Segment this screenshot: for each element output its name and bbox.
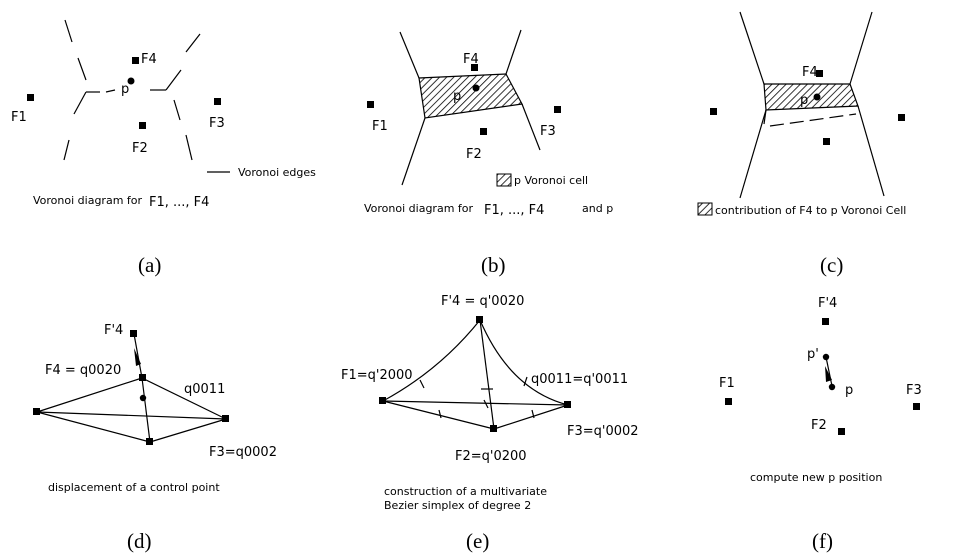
label-f1: F1	[372, 119, 388, 134]
label-q0011: q0011=q'0011	[531, 372, 628, 387]
voronoi-edges-a	[63, 19, 230, 173]
label-f3: F3	[540, 124, 556, 139]
displacement-arrow	[134, 348, 141, 366]
desc-f: compute new p position	[750, 471, 882, 484]
control-point-f2	[146, 438, 153, 445]
desc-b-set: F1, ..., F4	[484, 203, 544, 218]
label-f3-q0002: F3=q0002	[209, 445, 277, 460]
caption-e: (e)	[466, 529, 489, 553]
control-point-f1	[379, 397, 386, 404]
label-f1: F1	[719, 376, 735, 391]
panel-d: F'4 F4 = q0020 q0011 F3=q0002 displaceme…	[33, 323, 277, 553]
site-f3	[214, 98, 221, 105]
site-f3	[898, 114, 905, 121]
panel-f: F'4 p' p F1 F3 F2 compute new p position…	[719, 296, 922, 553]
label-p: p	[845, 383, 853, 398]
caption-f: (f)	[812, 529, 833, 553]
label-f3: F3	[906, 383, 922, 398]
label-f2: F2	[811, 418, 827, 433]
voronoi-edges-b	[399, 29, 541, 186]
caption-a: (a)	[138, 253, 161, 277]
desc-b-suffix: and p	[582, 202, 613, 215]
control-point-f3	[564, 401, 571, 408]
panel-a: F1 F4 p F2 F3 Voronoi edges Voronoi diag…	[11, 19, 316, 277]
displacement-line	[825, 356, 833, 387]
label-f4: F4	[141, 52, 157, 67]
point-p	[472, 84, 480, 92]
legend-hatch-swatch	[496, 173, 512, 187]
site-f2	[823, 138, 830, 145]
control-point-f4p	[476, 316, 483, 323]
label-p: p	[800, 93, 808, 108]
legend-p-voronoi-cell: p Voronoi cell	[514, 174, 588, 187]
site-f1	[725, 398, 732, 405]
site-f2	[480, 128, 487, 135]
point-p-prime	[822, 353, 830, 361]
desc-e-line2: Bezier simplex of degree 2	[384, 499, 531, 512]
label-p: p	[453, 89, 461, 104]
p-voronoi-cell	[418, 73, 523, 119]
label-f2-q0200: F2=q'0200	[455, 449, 527, 464]
site-f1	[367, 101, 374, 108]
site-f3	[554, 106, 561, 113]
legend-voronoi-edges: Voronoi edges	[238, 166, 316, 179]
voronoi-edges-c	[739, 11, 885, 199]
desc-d: displacement of a control point	[48, 481, 220, 494]
label-f4p: F'4	[818, 296, 837, 311]
desc-a-set: F1, ..., F4	[149, 195, 209, 210]
desc-a-prefix: Voronoi diagram for	[33, 194, 143, 207]
label-p-prime: p'	[807, 347, 819, 362]
label-f4p-q0020: F'4 = q'0020	[441, 294, 524, 309]
caption-c: (c)	[820, 253, 843, 277]
label-f1: F1	[11, 110, 27, 125]
label-f1-q2000: F1=q'2000	[341, 368, 413, 383]
site-f2	[838, 428, 845, 435]
bezier-simplex-edges-e	[382, 319, 569, 430]
control-point-f3	[222, 415, 229, 422]
panel-c: F4 p contribution of F4 to p Voronoi Cel…	[697, 11, 906, 277]
site-f1	[710, 108, 717, 115]
desc-b-prefix: Voronoi diagram for	[364, 202, 474, 215]
label-q0011: q0011	[184, 382, 225, 397]
site-f1	[27, 94, 34, 101]
caption-d: (d)	[127, 529, 152, 553]
site-f3	[913, 403, 920, 410]
site-f4	[816, 70, 823, 77]
label-f4: F4	[463, 52, 479, 67]
point-p	[828, 383, 836, 391]
label-f4: F4	[802, 65, 818, 80]
control-point-f4	[139, 374, 146, 381]
panel-e: F'4 = q'0020 F1=q'2000 q0011=q'0011 F3=q…	[341, 294, 639, 553]
control-point-f1	[33, 408, 40, 415]
site-f4	[471, 64, 478, 71]
displacement-arrow	[825, 366, 832, 382]
control-point-f4p	[130, 330, 137, 337]
site-f4	[132, 57, 139, 64]
site-f2	[139, 122, 146, 129]
site-f4p	[822, 318, 829, 325]
label-p: p	[121, 82, 129, 97]
point-p	[127, 77, 135, 85]
desc-e-line1: construction of a multivariate	[384, 485, 547, 498]
legend-hatch-swatch	[697, 202, 713, 216]
point-p	[139, 394, 147, 402]
legend-contribution: contribution of F4 to p Voronoi Cell	[715, 204, 906, 217]
label-f4-q0020: F4 = q0020	[45, 363, 121, 378]
control-point-f2	[490, 425, 497, 432]
contribution-region	[763, 83, 859, 111]
panel-b: F1 F4 p F2 F3 p Voronoi cell Voronoi dia…	[364, 29, 613, 277]
label-f2: F2	[132, 141, 148, 156]
label-f4p: F'4	[104, 323, 123, 338]
label-f3-q0002: F3=q'0002	[567, 424, 639, 439]
label-f2: F2	[466, 147, 482, 162]
label-f3: F3	[209, 116, 225, 131]
caption-b: (b)	[481, 253, 506, 277]
point-p	[813, 93, 821, 101]
simplex-edges-d	[36, 333, 227, 443]
